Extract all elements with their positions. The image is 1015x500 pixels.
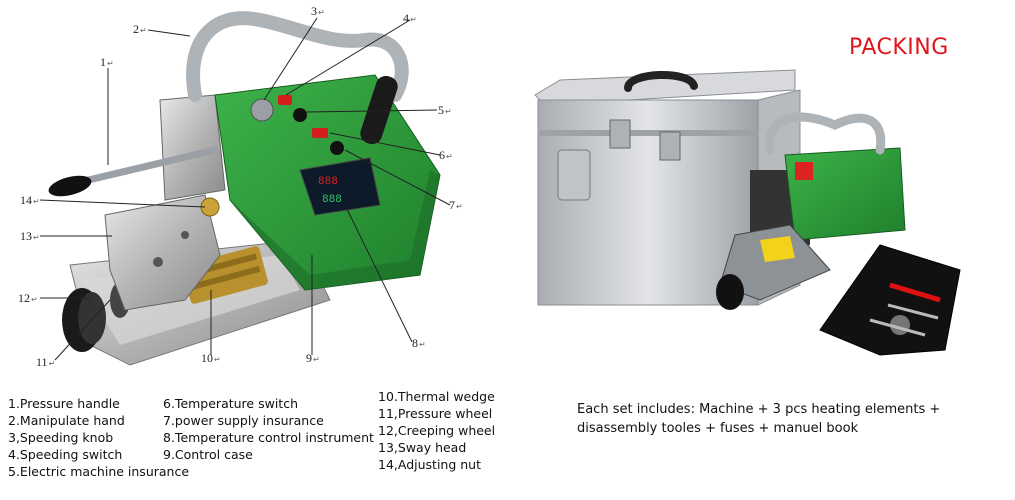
legend-item: 14,Adjusting nut [378, 457, 482, 472]
tool-pouch [819, 244, 961, 356]
packing-title: PACKING [849, 35, 949, 60]
legend-item: 3,Speeding knob [8, 430, 114, 445]
set-contents-caption: Each set includes: Machine + 3 pcs heati… [577, 400, 997, 438]
legend-item: 1.Pressure handle [8, 396, 120, 411]
legend-item: 9.Control case [163, 447, 253, 462]
callout-9: 9↵ [306, 351, 320, 365]
callout-4: 4↵ [403, 11, 417, 25]
speeding-knob [250, 98, 274, 122]
legend-item: 13,Sway head [378, 440, 467, 455]
display-bottom-digits: 888 [322, 194, 342, 206]
legend-item: 2.Manipulate hand [8, 413, 125, 428]
callout-3: 3↵ [311, 4, 325, 18]
callout-13: 13↵ [20, 229, 40, 243]
callout-10: 10↵ [201, 351, 221, 365]
temperature-control-instrument: 888 888 [299, 157, 381, 216]
callout-7: 7↵ [449, 198, 463, 212]
creeping-wheel [62, 288, 106, 352]
callout-8: 8↵ [412, 336, 426, 350]
callout-14: 14↵ [20, 193, 40, 207]
manipulate-hand [186, 11, 409, 145]
electric-machine-insurance [293, 108, 307, 122]
legend-item: 5.Electric machine insurance [8, 464, 190, 479]
parts-legend-column-1: 1.Pressure handle 2.Manipulate hand 3,Sp… [8, 395, 189, 480]
sway-head [104, 194, 221, 311]
display-top-digits: 888 [318, 176, 338, 188]
temperature-switch [312, 128, 328, 138]
callout-12: 12↵ [18, 291, 38, 305]
packed-welding-machine [716, 112, 906, 310]
callout-1: 1↵ [100, 55, 114, 69]
callout-5: 5↵ [438, 103, 452, 117]
caption-line-2: disassembly tooles + fuses + manuel book [577, 421, 859, 436]
legend-item: 8.Temperature control instrument [163, 430, 374, 445]
legend-item: 4.Speeding switch [8, 447, 123, 462]
callout-6: 6↵ [439, 148, 453, 162]
power-supply-insurance [330, 141, 344, 155]
pressure-handle [48, 146, 219, 197]
parts-legend-column-2: 6.Temperature switch 7.power supply insu… [163, 395, 374, 463]
legend-item: 6.Temperature switch [163, 396, 298, 411]
parts-legend-column-3: 10.Thermal wedge 11,Pressure wheel 12,Cr… [378, 388, 495, 473]
callout-2: 2↵ [133, 22, 147, 36]
caption-line-1: Each set includes: Machine + 3 pcs heati… [577, 402, 941, 417]
legend-item: 7.power supply insurance [163, 413, 324, 428]
callout-11: 11↵ [36, 355, 56, 369]
speeding-switch [278, 95, 292, 105]
callout-lines [39, 17, 451, 361]
legend-item: 10.Thermal wedge [378, 389, 495, 404]
legend-item: 12,Creeping wheel [378, 423, 496, 438]
legend-item: 11,Pressure wheel [378, 406, 493, 421]
